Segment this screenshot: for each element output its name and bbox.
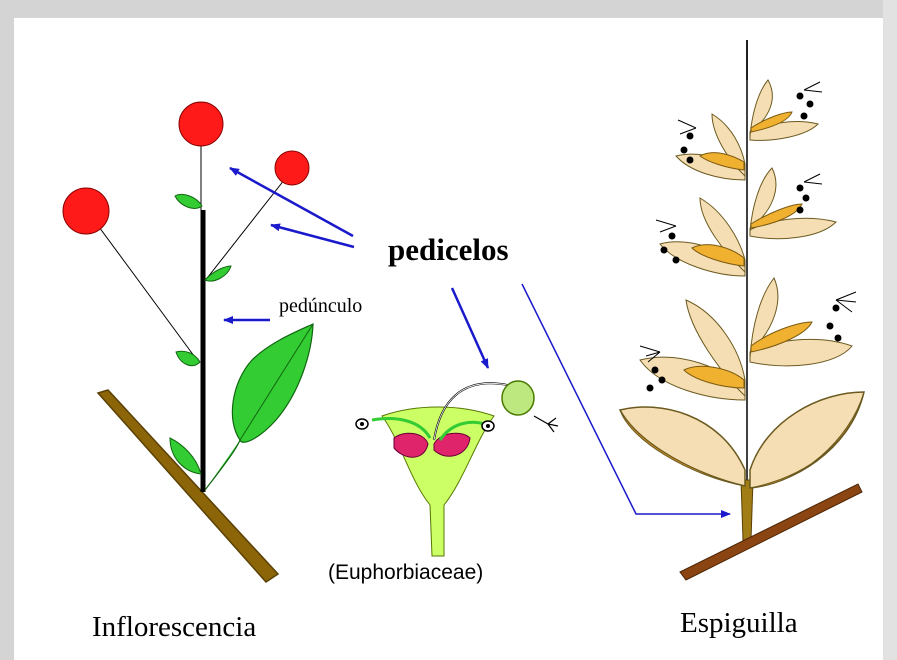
- floret-lower-right: [750, 278, 852, 366]
- spikelet-branch: [680, 484, 862, 580]
- flower-right: [275, 151, 309, 185]
- arrow-cyathium: [452, 288, 488, 368]
- floret-middle-right: [750, 168, 836, 239]
- flower-top: [179, 102, 223, 146]
- stigma: [534, 416, 558, 432]
- anther-right-dot: [486, 424, 490, 428]
- pedicel-left: [88, 212, 197, 360]
- spikelet-drawing: [620, 40, 864, 580]
- gland-left: [394, 433, 428, 457]
- bract-upper: [175, 194, 202, 208]
- ovary: [502, 381, 534, 415]
- label-family: (Euphorbiaceae): [328, 561, 483, 585]
- inflorescence-drawing: [63, 102, 313, 582]
- bract-lower: [176, 351, 200, 365]
- label-pedicelos: pedicelos: [388, 232, 509, 268]
- glume-left: [620, 407, 745, 486]
- bract-middle: [205, 266, 231, 281]
- floret-upper-right: [750, 80, 818, 140]
- label-spikelet: Espiguilla: [680, 607, 798, 640]
- cyathium-drawing: [356, 381, 558, 556]
- cyathium-cup: [382, 407, 494, 556]
- label-pedunculo: pedúnculo: [279, 295, 362, 318]
- glume-right: [750, 392, 864, 488]
- anther-left-dot: [360, 422, 364, 426]
- spikelet-stalk: [741, 480, 753, 540]
- flower-left: [63, 188, 109, 234]
- label-inflorescence: Inflorescencia: [92, 611, 256, 644]
- floret-lower-left: [640, 300, 745, 400]
